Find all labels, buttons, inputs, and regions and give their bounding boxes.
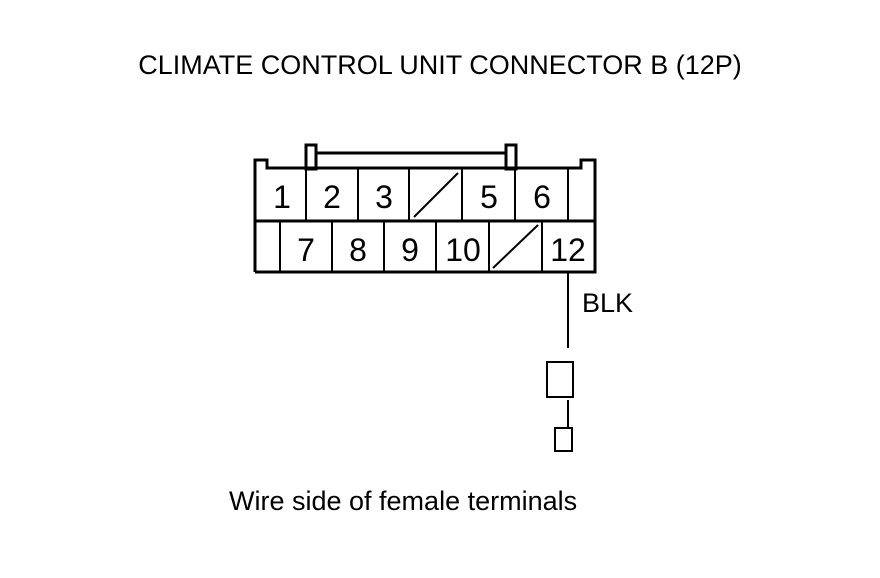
pin-1: 1 [273, 179, 291, 215]
pin-6: 6 [533, 179, 551, 215]
cell-dividers [279, 168, 569, 272]
bottom-row-pins: 7 8 9 10 12 [297, 232, 586, 268]
diagram-title: CLIMATE CONTROL UNIT CONNECTOR B (12P) [138, 50, 742, 80]
pin-10: 10 [445, 232, 481, 268]
top-row-pins: 1 2 3 5 6 [273, 179, 551, 215]
pin-7: 7 [297, 232, 315, 268]
wire-lead [546, 272, 574, 452]
pin-8: 8 [349, 232, 367, 268]
pin-3: 3 [375, 179, 393, 215]
connector-body [253, 158, 597, 274]
pin-2: 2 [323, 179, 341, 215]
pin-9: 9 [401, 232, 419, 268]
pin-5: 5 [480, 179, 498, 215]
terminal-end [554, 427, 573, 452]
test-probe-body [546, 361, 574, 398]
connector-lock-tab [304, 143, 518, 171]
empty-cavity-marks [413, 172, 539, 269]
wire-color-label: BLK [582, 288, 634, 318]
diagram-caption: Wire side of female terminals [229, 486, 578, 516]
pin-12: 12 [550, 232, 586, 268]
